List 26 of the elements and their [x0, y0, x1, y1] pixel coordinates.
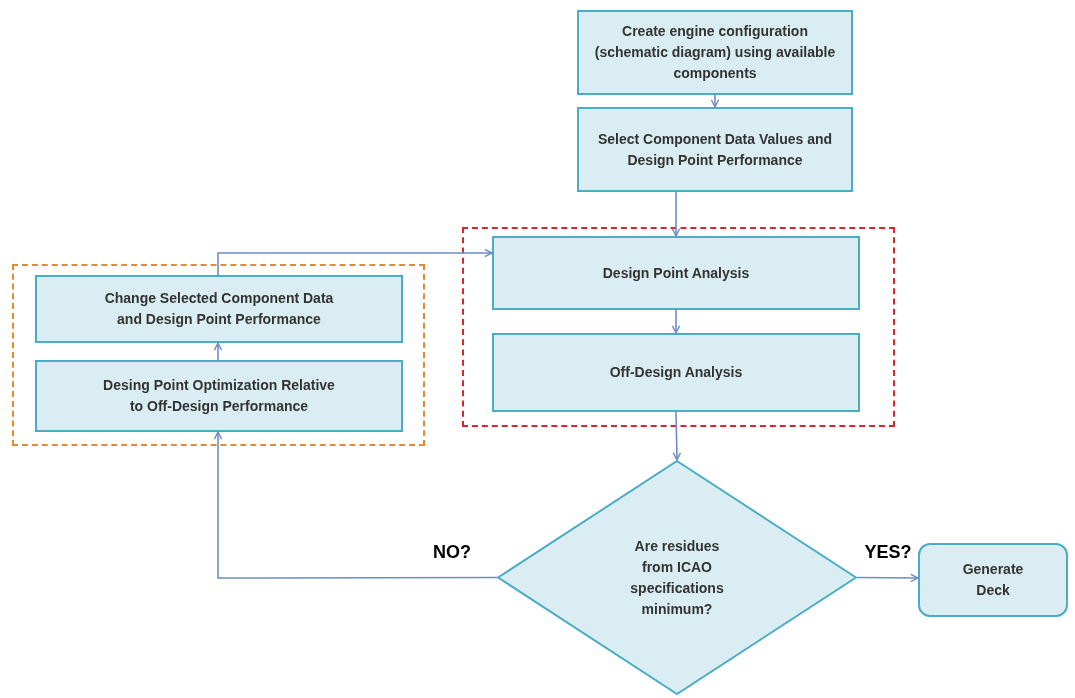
box-text: Select Component Data Values and Design Point Performance — [596, 129, 834, 170]
arrow — [217, 248, 493, 276]
process-box — [35, 275, 403, 343]
arrow — [671, 309, 681, 334]
box-text: Design Point Analysis — [602, 263, 750, 283]
arrow — [856, 573, 919, 583]
process-box — [492, 333, 860, 412]
arrow — [213, 431, 498, 579]
dashed-group-frame — [462, 227, 895, 427]
arrow — [213, 342, 223, 361]
dashed-group-frame — [12, 264, 425, 446]
process-box — [918, 543, 1068, 617]
process-box — [492, 236, 860, 310]
box-text: Create engine configuration (schematic diagram) using available components — [593, 22, 837, 83]
process-box — [577, 107, 853, 192]
decision-text: Are residues from ICAO specifications minimum? — [629, 536, 725, 619]
arrow — [671, 191, 681, 237]
box-text: Off-Design Analysis — [609, 363, 743, 382]
arrow — [710, 94, 720, 108]
process-box — [35, 360, 403, 432]
arrow — [672, 411, 682, 461]
box-text: Change Selected Component Data and Design Point Performance — [103, 289, 335, 329]
decision-diamond — [497, 460, 857, 695]
box-text: Desing Point Optimization Relative to Off-Design Performance — [102, 376, 336, 416]
process-box — [577, 10, 853, 95]
box-text: Generate Deck — [961, 560, 1025, 600]
